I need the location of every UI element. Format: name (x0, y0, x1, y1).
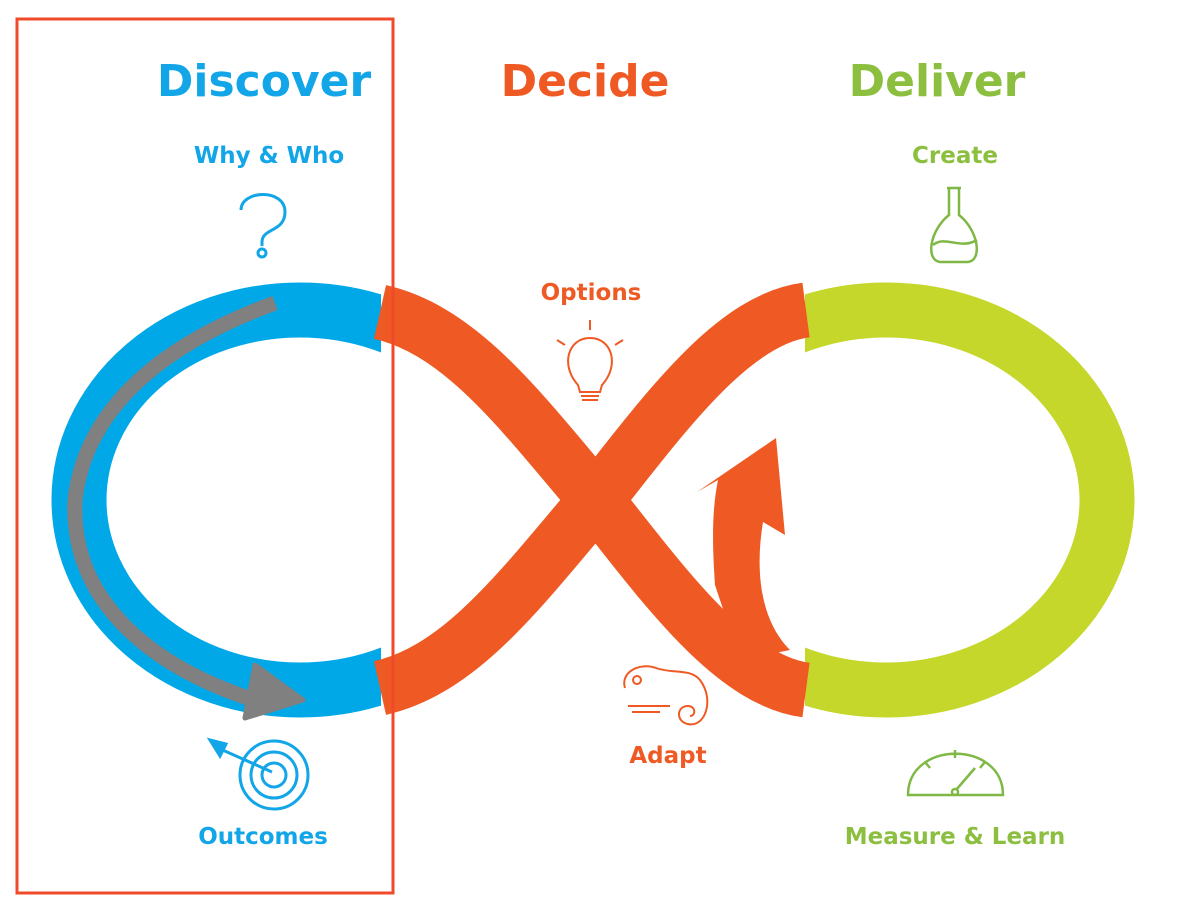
phase-title-deliver: Deliver (848, 56, 1026, 107)
deliver-loop (805, 282, 1135, 718)
step-measure-learn: Measure & Learn (844, 824, 1066, 850)
target-icon (206, 737, 310, 811)
step-why-who: Why & Who (193, 143, 345, 169)
question-icon (239, 193, 287, 259)
lightbulb-icon (556, 320, 624, 401)
decide-crossing (373, 282, 812, 718)
flask-icon (930, 186, 978, 264)
step-options: Options (540, 280, 642, 306)
step-outcomes: Outcomes (198, 824, 328, 850)
step-adapt: Adapt (629, 743, 707, 769)
adapt-arrow (697, 438, 790, 660)
chameleon-icon (623, 665, 709, 726)
gauge-icon (906, 750, 1005, 797)
discover-highlight-box (15, 17, 395, 895)
phase-title-decide: Decide (500, 56, 670, 107)
phase-title-discover: Discover (156, 56, 372, 107)
step-create: Create (912, 143, 998, 169)
flow-arrow (67, 295, 306, 721)
